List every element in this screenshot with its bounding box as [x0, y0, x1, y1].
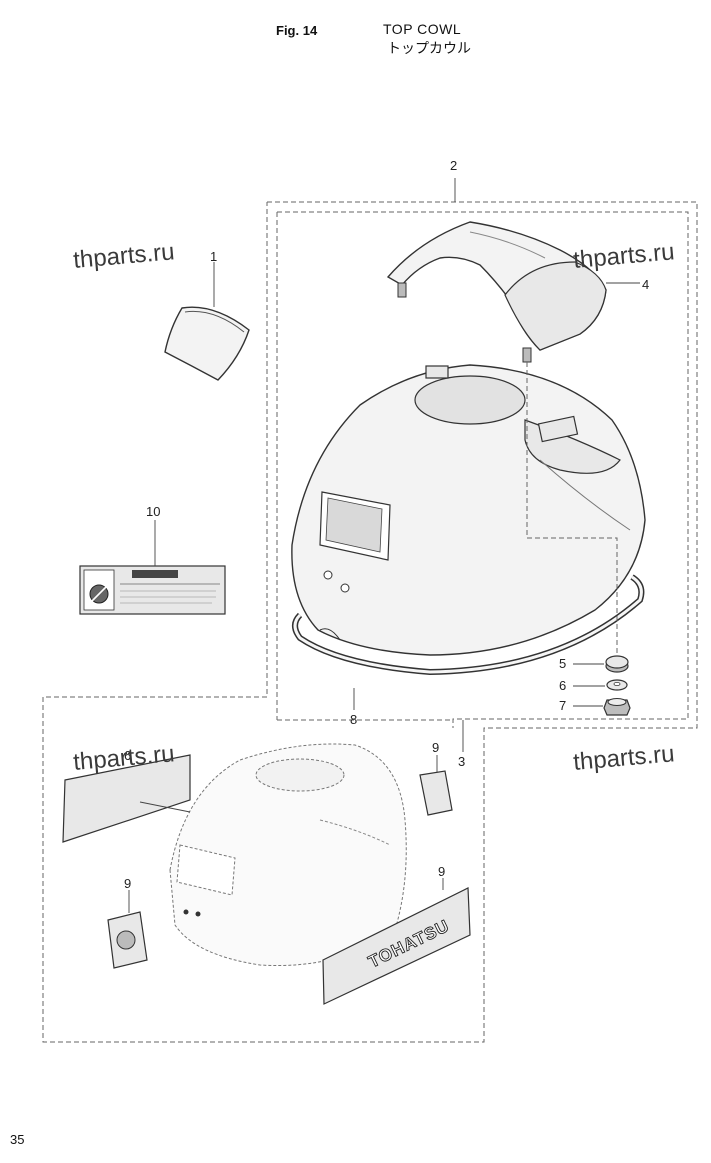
callout-8: 8 [350, 712, 357, 727]
callout-5: 5 [559, 656, 566, 671]
part-6-side-decal [62, 754, 191, 843]
part-7-nut [573, 698, 631, 716]
top-cowl-assembly [291, 178, 646, 656]
page-number: 35 [10, 1132, 25, 1147]
callout-2: 2 [450, 158, 457, 173]
part-9-front-decal [419, 755, 453, 816]
callout-7: 7 [559, 698, 566, 713]
figure-title: TOP COWL [383, 21, 462, 37]
figure-title-japanese: トップカウル [387, 41, 471, 57]
part-5-grommet [573, 655, 629, 673]
callout-6: 6 [559, 678, 566, 693]
callout-9-brand: 9 [438, 864, 445, 879]
part-4-handle-cover [386, 221, 640, 363]
part-9-emblem-decal [107, 890, 148, 969]
callout-6-decal: 6 [124, 748, 131, 763]
callout-3: 3 [458, 754, 465, 769]
part-6-washer [573, 679, 628, 691]
callout-10: 10 [146, 504, 160, 519]
watermark-top-right: thparts.ru [572, 238, 675, 274]
callout-9-front: 9 [432, 740, 439, 755]
callout-9-emblem: 9 [124, 876, 131, 891]
figure-number: Fig. 14 [276, 23, 318, 38]
assembly-3-boundary [277, 211, 689, 728]
callout-1: 1 [210, 249, 217, 264]
watermark-top-left: thparts.ru [72, 238, 175, 274]
cowl-decal-view [169, 743, 407, 967]
watermark-bottom-right: thparts.ru [572, 740, 675, 776]
fastener-axis-line [526, 362, 618, 655]
part-10-warning-label [79, 520, 226, 615]
part-8-seal [292, 574, 645, 710]
part-1-pad [164, 262, 250, 381]
assembly-2-boundary [42, 201, 698, 1043]
callout-4: 4 [642, 277, 649, 292]
